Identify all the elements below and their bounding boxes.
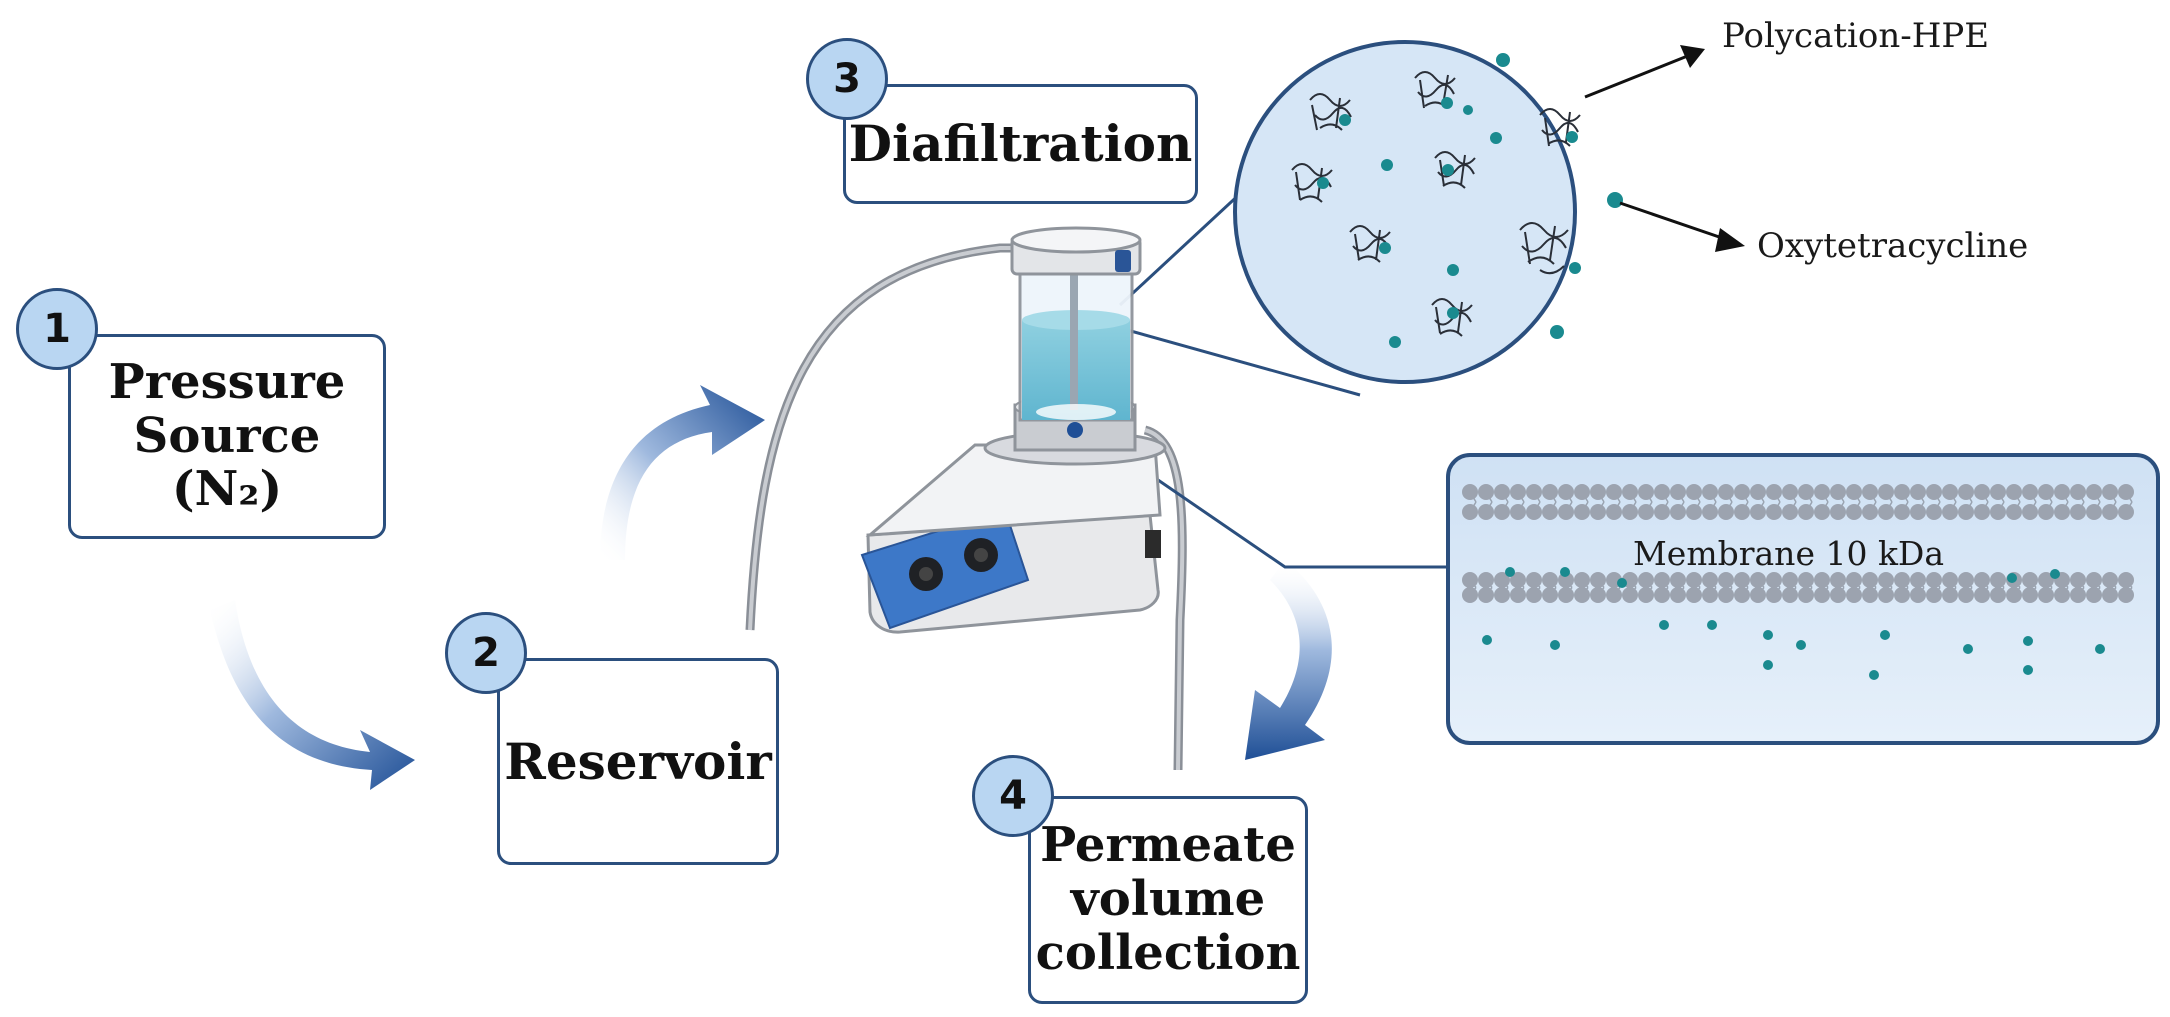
- zoom-circle: [1233, 40, 1623, 384]
- oxytetracycline-label: Oxytetracycline: [1757, 226, 2029, 266]
- step-2-line-1: Reservoir: [504, 731, 772, 791]
- step-4-line-1: Permeate: [1040, 817, 1296, 874]
- step-1-number: 1: [16, 288, 98, 370]
- step-3-line-1: Diafiltration: [848, 114, 1193, 173]
- membrane-label: Membrane 10 kDa: [1633, 534, 1945, 573]
- membrane-panel: [1446, 453, 2160, 745]
- step-3-number: 3: [806, 38, 888, 120]
- arrow-2-to-3: [600, 385, 765, 560]
- polycation-hpe-clusters: [1291, 71, 1581, 337]
- step-1-line-2: Source (N₂): [133, 407, 321, 518]
- membrane-bilayer-top: [1462, 484, 2134, 520]
- step-4-line-2: volume: [1070, 871, 1266, 928]
- step-4-number: 4: [972, 755, 1054, 837]
- step-3-box: Diafiltration: [843, 84, 1198, 204]
- arrow-3-to-4: [1245, 560, 1332, 760]
- permeate-molecules: [1482, 567, 2105, 680]
- oxytetracycline-molecules: [1317, 53, 1623, 348]
- oxytetracycline-pointer: [1619, 201, 1729, 242]
- polycation-pointer: [1584, 53, 1691, 99]
- arrow-1-to-2: [210, 600, 415, 790]
- step-2-box: Reservoir: [497, 658, 779, 865]
- step-1-box: Pressure Source (N₂): [68, 334, 386, 539]
- polycation-hpe-label: Polycation-HPE: [1722, 16, 1990, 56]
- step-4-box: Permeate volume collection: [1028, 796, 1308, 1004]
- step-2-number: 2: [445, 612, 527, 694]
- step-4-line-3: collection: [1035, 924, 1301, 981]
- step-1-line-1: Pressure: [108, 353, 346, 410]
- stirred-cell-device: [860, 226, 1167, 634]
